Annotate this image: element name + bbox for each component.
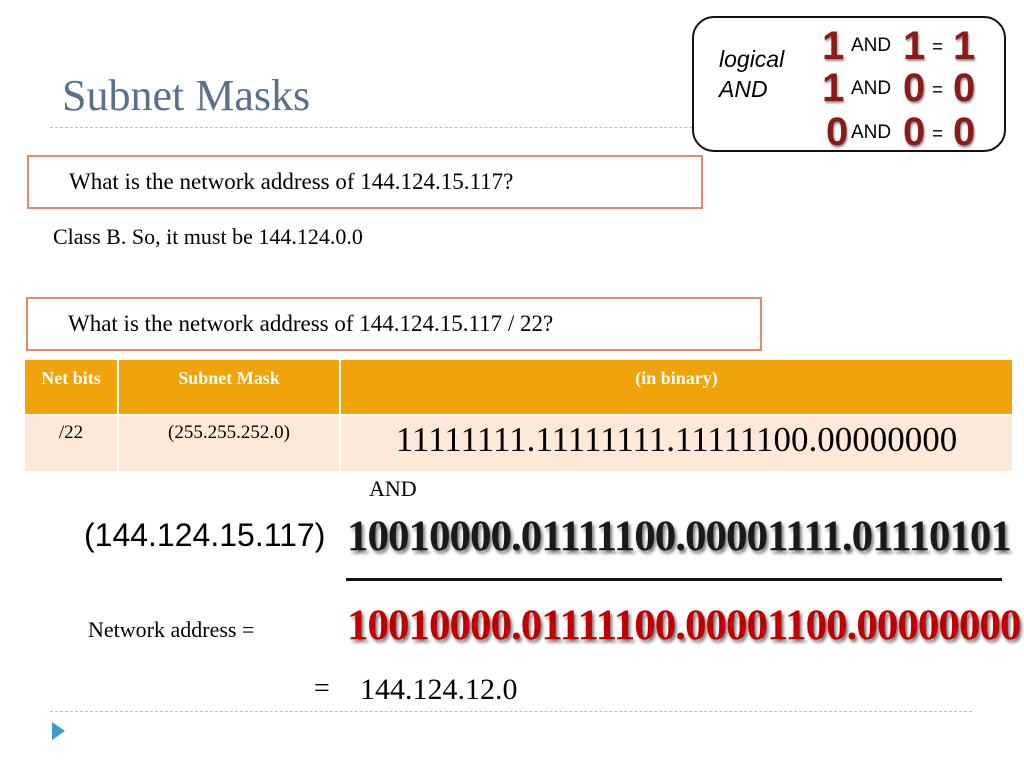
network-address-label: Network address = <box>88 617 255 642</box>
logic-row1-eq: = <box>932 37 944 58</box>
logic-row2-result: 0 <box>953 66 976 110</box>
question-2-box: What is the network address of 144.124.1… <box>26 297 762 351</box>
sum-line <box>346 578 1002 581</box>
table-header-row: Net bits Subnet Mask (in binary) <box>25 360 1014 416</box>
header-binary: (in binary) <box>340 360 1014 416</box>
logic-row2-b: 0 <box>903 66 926 110</box>
play-triangle-icon <box>52 722 65 740</box>
header-subnet-mask: Subnet Mask <box>118 360 341 416</box>
logic-row2-a: 1 <box>822 66 845 110</box>
logic-row1-result: 1 <box>953 24 976 68</box>
logic-row2-eq: = <box>932 80 944 101</box>
logic-and-label: logical AND <box>719 46 785 102</box>
bottom-divider <box>50 711 972 712</box>
logic-row1-b: 1 <box>903 24 926 68</box>
result-equals: = <box>314 673 330 704</box>
answer-1-text: Class B. So, it must be 144.124.0.0 <box>53 224 363 249</box>
logic-row2-op: AND <box>851 78 892 99</box>
ip-binary: 10010000.01111100.00001111.01110101 <box>347 513 1012 560</box>
ip-decimal: (144.124.15.117) <box>84 517 326 553</box>
page-title: Subnet Masks <box>62 71 311 120</box>
cell-mask-binary: 11111111.11111111.11111100.00000000 <box>340 415 1014 471</box>
cell-net-bits: /22 <box>25 415 119 471</box>
logic-row3-result: 0 <box>953 110 976 154</box>
logic-row3-b: 0 <box>903 110 926 154</box>
result-decimal: 144.124.12.0 <box>360 673 518 706</box>
subnet-mask-table: Net bits Subnet Mask (in binary) /22 (25… <box>25 360 1014 471</box>
header-net-bits: Net bits <box>25 360 119 416</box>
network-binary: 10010000.01111100.00001100.00000000 <box>347 602 1021 649</box>
logic-and-box <box>692 16 1006 152</box>
question-2-text: What is the network address of 144.124.1… <box>68 311 554 336</box>
logic-row3-a: 0 <box>826 110 849 154</box>
logic-row3-eq: = <box>932 124 944 145</box>
logic-row1-op: AND <box>851 35 892 56</box>
cell-subnet-mask: (255.255.252.0) <box>118 415 341 471</box>
logic-row1-a: 1 <box>822 24 845 68</box>
question-1-box: What is the network address of 144.124.1… <box>27 155 703 209</box>
logic-row3-op: AND <box>851 122 892 143</box>
table-row: /22 (255.255.252.0) 11111111.11111111.11… <box>25 415 1014 471</box>
title-divider <box>50 127 972 128</box>
and-label: AND <box>369 476 417 501</box>
question-1-text: What is the network address of 144.124.1… <box>69 169 514 194</box>
